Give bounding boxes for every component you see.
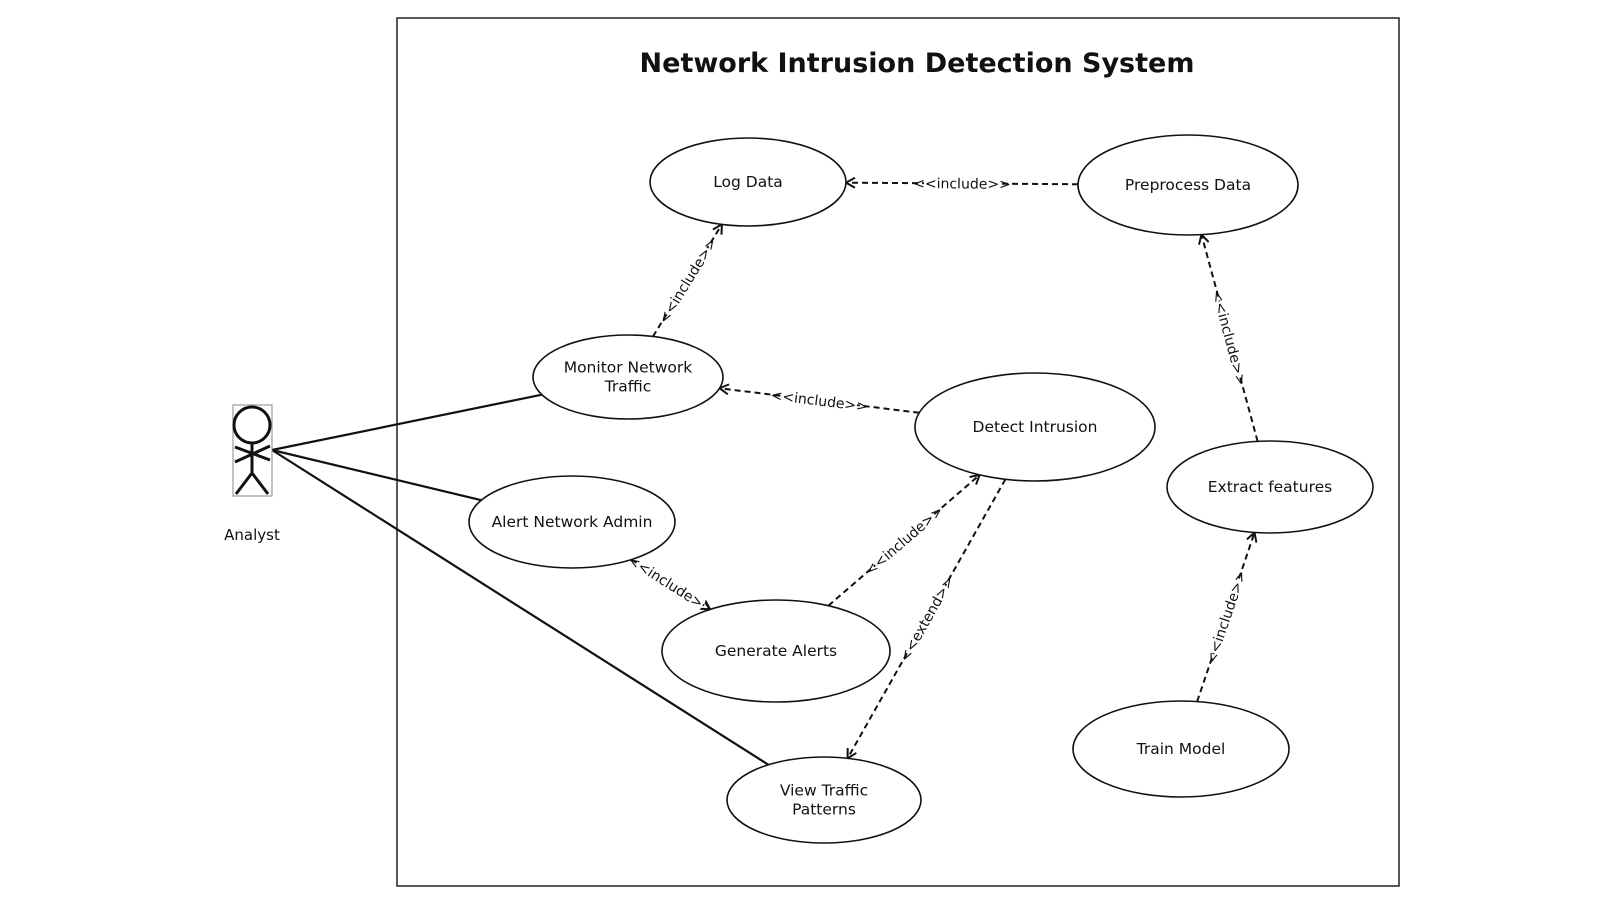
use-case-label: Extract features [1208, 478, 1332, 496]
use-case-label: Preprocess Data [1125, 176, 1251, 194]
actor-analyst[interactable]: Analyst [224, 404, 280, 544]
relationship-label: <<include>> [625, 552, 716, 618]
use-case-label: Monitor Network [564, 359, 693, 377]
use-case-extract-features[interactable]: Extract features [1166, 440, 1374, 534]
relationship-label: <<extend>> [897, 574, 958, 665]
use-case-detect-intrusion[interactable]: Detect Intrusion [914, 372, 1156, 482]
relationship-label-bg [869, 508, 938, 572]
relationship-label-bg [899, 581, 953, 656]
use-case-label: Alert Network Admin [492, 513, 653, 531]
relationship-alert-network-admin-to-generate-alerts: <<include>> [625, 552, 716, 618]
association-line-view-traffic-patterns [271, 449, 770, 766]
relationship-label: <<include>> [862, 503, 946, 579]
use-case-ellipse [726, 756, 922, 844]
use-case-ellipse [468, 475, 676, 569]
actor-label: Analyst [224, 526, 280, 544]
system-title: Network Intrusion Detection System [640, 48, 1195, 79]
relationship-arrow [827, 475, 979, 607]
relationship-label: <<include>> [1204, 569, 1251, 667]
relationship-train-model-to-extract-features: <<include>> [1196, 532, 1254, 702]
relationship-arrow [1201, 235, 1259, 442]
use-case-train-model[interactable]: Train Model [1072, 700, 1290, 798]
relationship-label-bg [1205, 578, 1246, 656]
association-line-alert-network-admin [271, 448, 482, 502]
use-case-preprocess-data[interactable]: Preprocess Data [1077, 134, 1299, 236]
use-case-ellipse [532, 334, 724, 420]
relationship-label-bg [780, 386, 859, 414]
relationship-label-bg [923, 174, 1001, 192]
stick-figure-icon [232, 404, 273, 497]
use-case-label: Traffic [604, 378, 652, 396]
use-case-ellipse [1077, 134, 1299, 236]
use-case-label: Detect Intrusion [973, 418, 1098, 436]
relationship-label: <<include>> [913, 176, 1011, 193]
relationship-generate-alerts-to-detect-intrusion: <<include>> [827, 475, 979, 607]
relationship-label-bg [659, 243, 715, 317]
relationship-detect-intrusion-to-monitor-network-traffic: <<include>> [720, 387, 920, 415]
system-boundary [396, 17, 1400, 887]
relationship-arrow [846, 183, 1079, 185]
use-case-ellipse [661, 599, 891, 703]
use-case-log-data[interactable]: Log Data [649, 137, 847, 227]
association-line-monitor-network-traffic [271, 393, 543, 452]
relationship-preprocess-data-to-log-data: <<include>> [846, 174, 1079, 193]
use-case-ellipse [1166, 440, 1374, 534]
use-case-label: Generate Alerts [715, 642, 837, 660]
relationship-extract-features-to-preprocess-data: <<include>> [1201, 235, 1259, 442]
use-case-ellipse [649, 137, 847, 227]
use-case-label: Patterns [792, 801, 856, 819]
use-case-ellipse [914, 372, 1156, 482]
relationship-label-bg [634, 556, 708, 612]
relationship-label-bg [1211, 298, 1249, 377]
associations-layer [271, 393, 770, 766]
use-case-label: View Traffic [780, 782, 868, 800]
use-case-label: Log Data [713, 173, 783, 191]
relationship-monitor-network-traffic-to-log-data: <<include>> [652, 224, 722, 337]
use-case-ellipse [1072, 700, 1290, 798]
relationship-label: <<include>> [656, 235, 721, 327]
use-case-alert-network-admin[interactable]: Alert Network Admin [468, 475, 676, 569]
use-case-generate-alerts[interactable]: Generate Alerts [661, 599, 891, 703]
use-case-label: Train Model [1136, 740, 1226, 758]
